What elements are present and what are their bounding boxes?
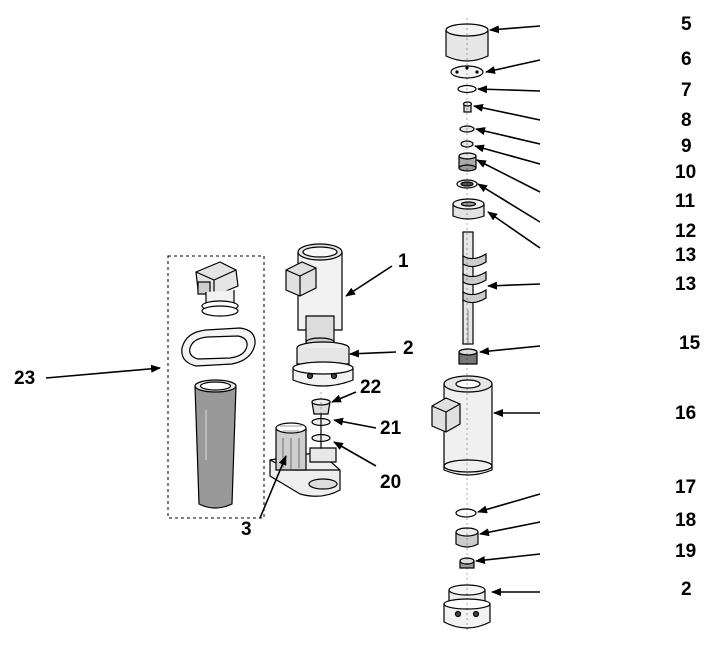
kit-filter-sleeve — [194, 379, 237, 509]
callout-20: 20 — [380, 472, 402, 493]
arrow-2a — [349, 349, 397, 358]
housing-part-2-upper — [292, 341, 354, 387]
pump-body-part-16 — [431, 375, 493, 476]
shaft-part-13 — [462, 231, 487, 345]
kit-group-23 — [167, 255, 265, 519]
arrow-21 — [333, 417, 377, 429]
arrow-8 — [473, 103, 541, 121]
housing-part-2-lower — [443, 584, 491, 629]
seal-part-15 — [458, 348, 478, 365]
flange-part-13 — [452, 198, 485, 220]
ring-part-17 — [455, 508, 477, 518]
part-22 — [311, 398, 331, 415]
arrow-15 — [479, 345, 541, 356]
callout-23: 23 — [14, 368, 36, 389]
arrow-12 — [477, 183, 541, 223]
callout-10: 10 — [675, 162, 697, 183]
callout-5: 5 — [681, 14, 692, 35]
arrow-3 — [259, 455, 287, 519]
callout-13-shaft: 13 — [675, 274, 697, 295]
arrow-23 — [45, 364, 161, 379]
kit-gasket — [181, 327, 256, 367]
callout-17: 17 — [675, 477, 697, 498]
arrow-1 — [345, 265, 393, 297]
arrow-20 — [333, 441, 377, 467]
arrow-22 — [331, 391, 357, 403]
callout-18: 18 — [675, 510, 697, 531]
bushing-part-18 — [455, 527, 479, 548]
kit-connector-part — [195, 261, 239, 317]
arrow-6 — [485, 59, 541, 74]
callout-6: 6 — [681, 49, 692, 70]
bearing-part-11 — [458, 152, 477, 172]
callout-9: 9 — [681, 136, 692, 157]
leader-arrows — [45, 25, 541, 596]
arrow-17 — [477, 493, 541, 514]
ring-part-7 — [457, 84, 477, 94]
callout-11: 11 — [675, 191, 696, 212]
callout-7: 7 — [681, 80, 692, 101]
arrow-9 — [475, 127, 541, 145]
callout-8: 8 — [681, 110, 692, 131]
callout-13-flange: 13 — [675, 245, 697, 266]
callout-2-upper: 2 — [403, 338, 414, 359]
arrow-5 — [489, 25, 541, 34]
arrow-10 — [474, 144, 541, 165]
callout-19: 19 — [675, 541, 697, 562]
arrow-18 — [479, 521, 541, 537]
filter-cartridge-part-3 — [275, 422, 307, 471]
callout-12: 12 — [675, 221, 697, 242]
callout-1: 1 — [398, 251, 409, 272]
arrow-7 — [477, 85, 541, 94]
callout-22: 22 — [360, 377, 382, 398]
callout-3: 3 — [241, 519, 252, 540]
callout-2-lower: 2 — [681, 579, 692, 600]
callout-15: 15 — [679, 333, 701, 354]
screw-part-8 — [462, 101, 473, 113]
arrow-13b — [487, 281, 541, 290]
motor-part-1 — [285, 243, 343, 347]
plate-part-6 — [450, 65, 484, 79]
arrow-13a — [487, 211, 541, 249]
callout-16: 16 — [675, 403, 697, 424]
callout-21: 21 — [380, 418, 402, 439]
arrow-11 — [476, 159, 541, 193]
arrow-19 — [475, 553, 541, 564]
